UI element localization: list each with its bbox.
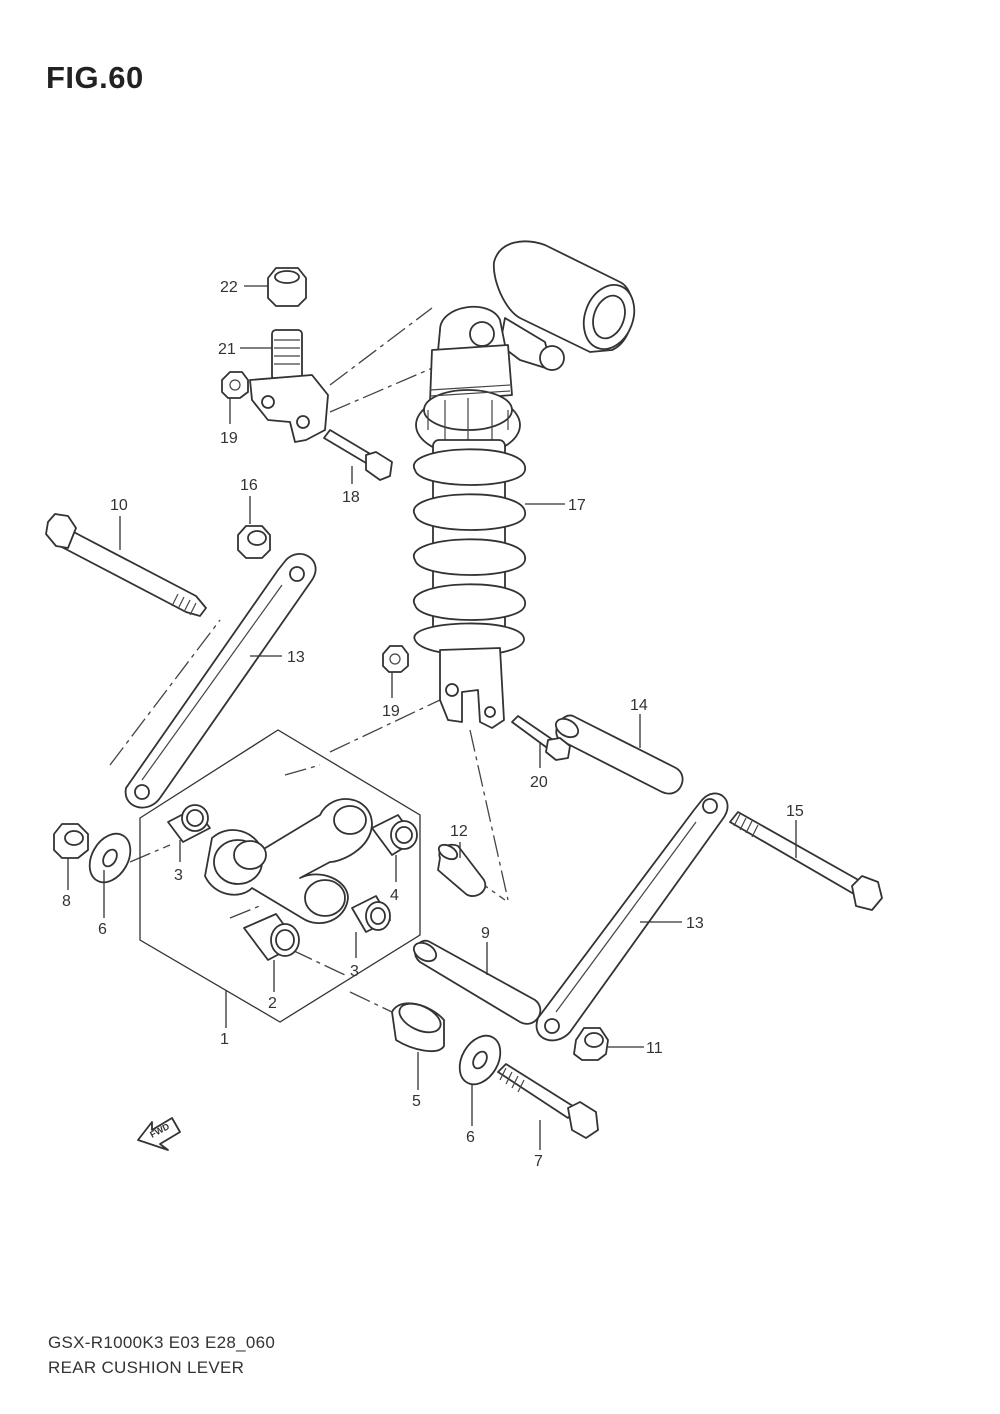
part-1-cushion-lever: [204, 798, 373, 924]
part-4-bearing: [371, 814, 418, 856]
callout-6-right: 6: [466, 1129, 475, 1146]
part-14-sleeve: [554, 714, 684, 795]
footer-figure-name: REAR CUSHION LEVER: [48, 1358, 245, 1377]
callout-3-upper: 3: [174, 867, 183, 884]
callout-1: 1: [220, 1031, 229, 1048]
callout-19-upper: 19: [220, 430, 238, 447]
part-5-spacer: [391, 1002, 445, 1053]
part-16-nut: [237, 525, 271, 559]
callout-2: 2: [268, 995, 277, 1012]
guide-lines: [109, 307, 509, 1013]
callout-13-right: 13: [686, 915, 704, 932]
part-8-nut: [53, 823, 89, 859]
figure-footer: GSX-R1000K3 E03 E28_060 REAR CUSHION LEV…: [48, 1330, 275, 1380]
callout-9: 9: [481, 925, 490, 942]
callout-10: 10: [110, 497, 128, 514]
callout-16: 16: [240, 477, 258, 494]
callout-8: 8: [62, 893, 71, 910]
part-12-bushing: [437, 843, 487, 897]
callout-6-left: 6: [98, 921, 107, 938]
callout-12: 12: [450, 823, 468, 840]
part-13-tie-rod-left: [124, 553, 317, 809]
part-6-washer-left: [88, 832, 132, 884]
callout-13-left: 13: [287, 649, 305, 666]
callout-11: 11: [646, 1040, 663, 1057]
part-21-rod-end: [249, 329, 329, 443]
part-22-nut: [267, 267, 307, 307]
callout-17: 17: [568, 497, 586, 514]
part-1-cushion-lever-assembly: [139, 729, 421, 1023]
callout-14: 14: [630, 697, 648, 714]
callout-19-lower: 19: [382, 703, 400, 720]
part-3-bearing-upper: [167, 804, 211, 843]
fwd-arrow-icon: FWD: [137, 1117, 181, 1151]
part-19-nut-upper: [221, 371, 249, 399]
footer-model-code: GSX-R1000K3 E03 E28_060: [48, 1333, 276, 1352]
callout-labels: 22 21 19 18 17 16 10 13 19 20 14 15 12 3…: [62, 279, 804, 1170]
callout-5: 5: [412, 1093, 421, 1110]
part-17-shock-absorber: [413, 240, 636, 729]
part-3-bearing-lower: [351, 895, 391, 933]
part-19-nut-lower: [382, 645, 409, 673]
part-7-bolt: [497, 1063, 599, 1139]
callout-18: 18: [342, 489, 360, 506]
part-18-bolt: [323, 429, 393, 481]
part-2-bearing: [243, 913, 300, 961]
callout-21: 21: [218, 341, 236, 358]
callout-22: 22: [220, 279, 238, 296]
figure-title: FIG.60: [46, 60, 144, 95]
part-9-sleeve: [412, 939, 542, 1025]
part-6-washer-right: [458, 1034, 502, 1086]
callout-leaders: [67, 285, 797, 1150]
callout-20: 20: [530, 774, 548, 791]
callout-7: 7: [534, 1153, 543, 1170]
part-10-long-bolt: [45, 513, 207, 617]
part-13-tie-rod-right: [535, 792, 729, 1042]
callout-4: 4: [390, 887, 399, 904]
callout-15: 15: [786, 803, 804, 820]
callout-3-lower: 3: [350, 963, 359, 980]
part-20-bolt: [511, 715, 571, 761]
part-15-bolt: [729, 811, 883, 911]
part-11-nut: [573, 1027, 609, 1061]
